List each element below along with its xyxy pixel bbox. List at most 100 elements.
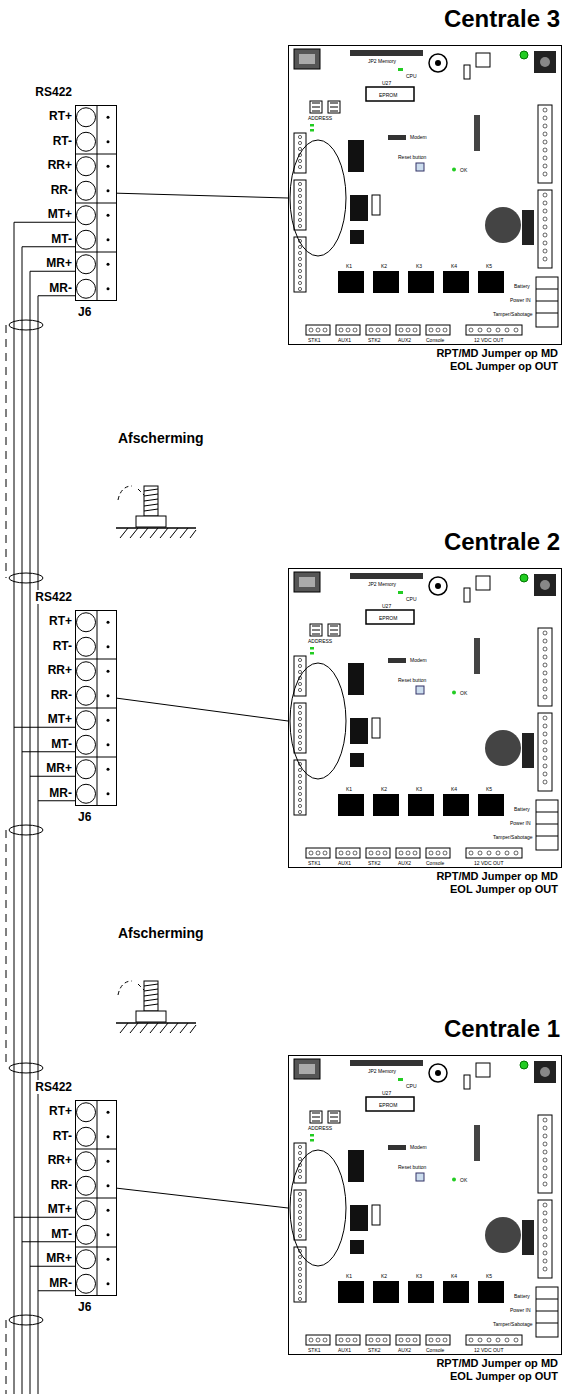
terminal-body: [76, 611, 117, 806]
terminal-screw: [436, 851, 440, 855]
connector-label: Tamper/Sabotage: [493, 1321, 532, 1327]
regulator: [540, 1067, 550, 1077]
led: [452, 168, 456, 172]
bus-tap: [30, 271, 77, 272]
chip: [350, 718, 368, 744]
terminal-screw: [543, 1174, 547, 1178]
terminal-screw: [77, 760, 96, 779]
terminal-screw: [505, 851, 509, 855]
terminal-screw: [543, 148, 547, 152]
terminal-label: AUX1: [338, 337, 351, 343]
screw: [144, 486, 158, 516]
terminal-screw: [298, 1192, 301, 1195]
connector-label: Tamper/Sabotage: [493, 834, 532, 840]
terminal-body: [76, 1101, 117, 1296]
terminal-screw: [298, 1175, 301, 1178]
terminal-dot: [107, 1233, 110, 1236]
terminal-screw: [469, 851, 473, 855]
terminal-screw: [543, 1150, 547, 1154]
terminal-screw: [298, 1210, 301, 1213]
header-jp3: [474, 638, 480, 674]
controller-board: Centrale 2RPT/MD Jumper op MDEOL Jumper …: [288, 568, 562, 868]
terminal-screw: [543, 716, 547, 720]
relay-label: K3: [416, 263, 422, 269]
relay: [408, 271, 434, 293]
chip: [348, 140, 364, 172]
terminal-label: STK2: [368, 860, 381, 866]
switch-label: ADDRESS: [308, 1125, 332, 1131]
terminal-screw: [77, 230, 96, 249]
terminal-strip: [294, 1190, 306, 1240]
relay: [478, 271, 504, 293]
terminal-screw: [298, 786, 301, 789]
nut: [136, 1011, 166, 1022]
terminal-label: 12 VDC OUT: [474, 1347, 503, 1353]
terminal-screw: [298, 798, 301, 801]
terminal-block: [306, 325, 330, 335]
bus-label: RS422: [34, 1080, 73, 1094]
shield-lead: [118, 981, 132, 995]
terminal-block: [396, 848, 420, 858]
terminal-drawing: [75, 105, 117, 301]
power-connector: [536, 289, 558, 313]
shield-lead: [118, 486, 132, 500]
terminal-screw: [543, 1134, 547, 1138]
jumper: [464, 588, 470, 602]
terminal-screw: [323, 1338, 327, 1342]
terminal-screw: [543, 124, 547, 128]
header-jp3: [474, 1125, 480, 1161]
terminal-screw: [543, 1158, 547, 1162]
led-label: OK: [460, 167, 467, 173]
signal-name: MT-: [50, 232, 73, 246]
terminal-screw: [543, 695, 547, 699]
board-outline: [289, 1056, 562, 1355]
signal-name: RT+: [48, 1104, 73, 1118]
terminal-screw: [298, 804, 301, 807]
jumper-label: Modem: [410, 134, 427, 140]
memory-label: JP2 Memory: [368, 581, 396, 587]
relay: [443, 1281, 469, 1303]
terminal-block: [466, 848, 522, 858]
connector-label: Battery: [514, 283, 530, 289]
terminal-screw: [298, 1222, 301, 1225]
board-caption: RPT/MD Jumper op MD: [436, 870, 558, 883]
terminal-screw: [436, 328, 440, 332]
terminal-screw: [77, 1176, 96, 1195]
terminal-screw: [505, 1338, 509, 1342]
terminal-screw: [543, 132, 547, 136]
terminal-screw: [298, 780, 301, 783]
buzzer: [485, 730, 521, 766]
regulator: [540, 580, 550, 590]
terminal-screw: [543, 201, 547, 205]
terminal-divider: [75, 1149, 117, 1150]
terminal-screw: [316, 328, 320, 332]
terminal-screw: [543, 655, 547, 659]
terminal-screw: [77, 255, 96, 274]
terminal-screw: [77, 206, 96, 225]
terminal-screw: [469, 328, 473, 332]
terminal-screw: [543, 1182, 547, 1186]
terminal-screw: [399, 851, 403, 855]
terminal-dot: [107, 621, 110, 624]
terminal-screw: [298, 682, 301, 685]
signal-name: MT+: [47, 1202, 73, 1216]
terminal-screw: [298, 1291, 301, 1294]
connector-p1: [294, 572, 320, 592]
shield-ring: [9, 825, 43, 835]
terminal-divider: [75, 252, 117, 253]
terminal-screw: [429, 851, 433, 855]
terminal-dot: [107, 1209, 110, 1212]
terminal-drawing: [75, 610, 117, 806]
bus-label: RS422: [34, 590, 73, 604]
coin-battery: [435, 60, 441, 66]
terminal-screw: [298, 688, 301, 691]
bus-tap: [30, 1266, 77, 1267]
terminal-screw: [514, 1338, 518, 1342]
terminal-screw: [298, 188, 301, 191]
terminal-screw: [298, 1273, 301, 1276]
terminal-screw: [309, 1338, 313, 1342]
jumper-block: [372, 1205, 380, 1225]
terminal-screw: [298, 1261, 301, 1264]
terminal-screw: [298, 670, 301, 673]
